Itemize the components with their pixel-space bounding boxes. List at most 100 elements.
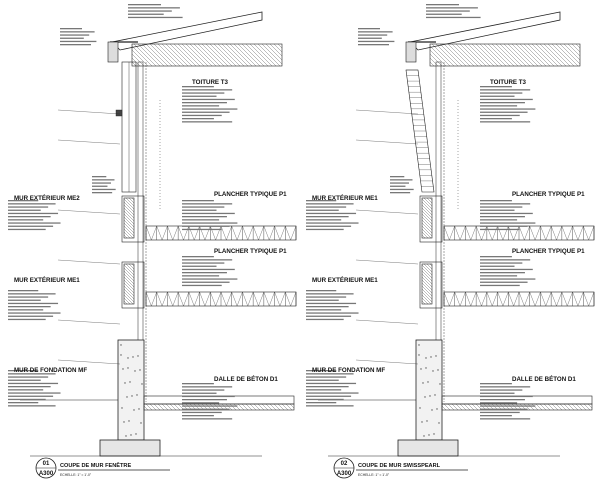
roof-edge-fascia	[405, 41, 417, 63]
note-line	[306, 222, 359, 224]
note-line	[182, 408, 230, 410]
hatch-line	[539, 43, 563, 67]
note-line	[182, 92, 225, 94]
hatch-line	[531, 43, 555, 67]
note-line	[8, 206, 49, 208]
note-line	[390, 192, 411, 194]
floor-upper-notes	[480, 200, 536, 231]
hatch-line	[269, 43, 283, 57]
concrete-aggregate	[420, 368, 422, 370]
hatch-line	[471, 403, 479, 411]
roof-insulation	[429, 43, 581, 67]
note-line	[182, 399, 227, 401]
note-line	[182, 415, 214, 417]
note-line	[306, 200, 337, 202]
hatch-line	[128, 197, 135, 204]
hatch-line	[197, 43, 221, 67]
note-line	[306, 382, 357, 385]
joist-diagonal	[161, 225, 168, 241]
note-line	[358, 37, 382, 39]
roof-assembly	[358, 4, 581, 67]
detail-title: COUPE DE MUR SWISSPEARL	[358, 463, 441, 469]
note-line	[480, 386, 531, 388]
joist-diagonal	[172, 225, 179, 241]
note-line	[480, 206, 523, 208]
note-line	[182, 203, 233, 205]
note-line	[182, 228, 222, 231]
hatch-line	[421, 267, 433, 279]
hatch-line	[515, 43, 539, 67]
note-line	[480, 225, 528, 227]
note-line	[480, 272, 525, 274]
note-line	[306, 315, 352, 317]
rim-insulation-lower	[421, 263, 433, 305]
hatch-line	[421, 291, 433, 303]
hatch-line	[519, 43, 543, 67]
joist-diagonal	[274, 291, 281, 307]
hatch-line	[429, 49, 447, 67]
note-line	[480, 402, 518, 404]
joist-diagonal	[492, 291, 498, 307]
note-line	[480, 219, 518, 221]
note-line	[8, 395, 54, 397]
leader-line	[355, 359, 419, 365]
note-line	[182, 392, 217, 394]
hatch-line	[143, 405, 149, 411]
note-line	[480, 114, 520, 117]
joist-diagonal	[454, 291, 461, 307]
hatch-line	[499, 43, 523, 67]
note-line	[182, 265, 217, 267]
concrete-aggregate	[129, 381, 131, 383]
heading-slab: DALLE DE BÉTON D1	[512, 375, 576, 383]
hatch-line	[443, 403, 451, 411]
hatch-line	[575, 403, 583, 411]
hatch-line	[125, 197, 135, 207]
note-line	[480, 405, 536, 407]
concrete-aggregate	[131, 395, 133, 397]
hatch-line	[265, 43, 283, 61]
joist-diagonal	[529, 225, 536, 241]
hatch-line	[201, 43, 225, 67]
note-line	[306, 389, 342, 391]
hatch-line	[273, 403, 281, 411]
hatch-line	[421, 225, 433, 237]
joist-diagonal	[151, 291, 157, 307]
concrete-aggregate	[121, 407, 123, 409]
joist-diagonal	[226, 225, 232, 241]
floor-lower-notes	[480, 256, 536, 287]
joist-diagonal	[551, 225, 557, 241]
note-line	[306, 312, 359, 314]
hatch-line	[273, 43, 283, 53]
joist-diagonal	[231, 291, 238, 307]
hatch-line	[467, 403, 475, 411]
joist-diagonal	[145, 225, 152, 241]
hatch-line	[421, 198, 433, 210]
concrete-aggregate	[425, 357, 427, 359]
wall-upper-notes	[306, 200, 359, 231]
hatch-line	[587, 403, 593, 409]
hatch-line	[123, 225, 135, 237]
note-line	[8, 212, 59, 215]
concrete-aggregate	[125, 435, 127, 437]
concrete-aggregate	[425, 367, 427, 369]
joist-diagonal	[285, 225, 291, 241]
note-line	[8, 402, 39, 404]
joist-diagonal	[567, 225, 573, 241]
lower-floor-joists	[145, 291, 297, 307]
note-line	[60, 28, 82, 30]
hatch-line	[539, 403, 547, 411]
hatch-line	[157, 43, 181, 67]
upper-floor-joists	[145, 225, 297, 241]
rim-board-lower	[419, 261, 443, 309]
concrete-aggregate	[126, 396, 128, 398]
joist-diagonal	[258, 225, 264, 241]
hatch-line	[257, 403, 265, 411]
leader-line	[355, 209, 419, 215]
hatch-line	[451, 403, 459, 411]
hatch-line	[128, 263, 135, 270]
note-line	[480, 281, 528, 283]
note-line	[182, 402, 220, 404]
joist-diagonal	[161, 291, 168, 307]
detail-sheet: A300	[39, 471, 54, 477]
foundation	[20, 339, 295, 457]
